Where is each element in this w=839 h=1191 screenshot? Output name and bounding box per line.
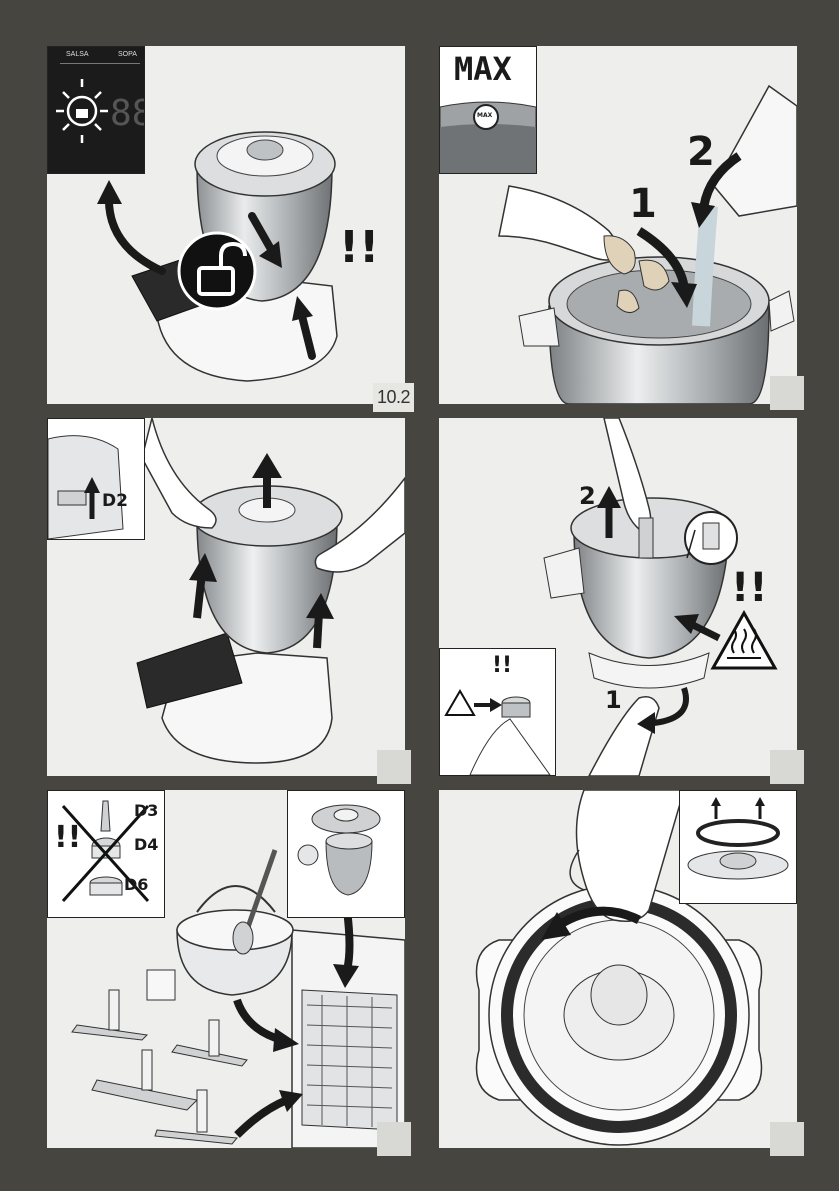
panel-hot-lid: 2 1 !! !! (439, 418, 797, 776)
panel-dishwasher: !! D3 D4 D6 (47, 790, 405, 1148)
panel-seal (439, 790, 797, 1148)
inset-warning-mark: !! (492, 655, 512, 677)
lift-arrow-icon (680, 791, 796, 903)
step-box (770, 750, 804, 784)
display-inset: SALSA SOPA 88 (47, 46, 145, 174)
step-2-label: 2 (579, 484, 596, 508)
part-d2-inset: D2 (47, 418, 145, 540)
warning-mark: !! (731, 568, 767, 608)
no-dishwasher-parts-inset: !! D3 D4 D6 (47, 790, 165, 918)
bowl-parts-inset (287, 790, 405, 918)
step-number: 10.2 (373, 383, 414, 412)
panel-unlock-bowl: SALSA SOPA 88 !! (47, 46, 405, 404)
unlock-icon-badge (179, 233, 255, 309)
step-1-label: 1 (605, 688, 622, 712)
part-label-d2: D2 (102, 493, 128, 510)
step-box (770, 376, 804, 410)
max-label: MAX (454, 53, 512, 85)
part-label-d6: D6 (124, 877, 148, 893)
step-box (377, 1122, 411, 1156)
panel-fill-bowl: MAX MAX 1 2 (439, 46, 797, 404)
step-2-label: 2 (687, 132, 715, 172)
seal-lift-inset (679, 790, 797, 904)
part-label-d3: D3 (134, 803, 158, 819)
max-level-inset: MAX MAX (439, 46, 537, 174)
hot-ring-inset: !! (439, 648, 556, 776)
step-box (770, 1122, 804, 1156)
step-1-label: 1 (629, 184, 657, 224)
hot-surface-icon (713, 613, 775, 668)
step-box (377, 750, 411, 784)
panel-remove-bowl: D2 (47, 418, 405, 776)
warning-mark: !! (339, 226, 379, 270)
max-mark: MAX (477, 113, 492, 119)
warning-mark: !! (54, 823, 81, 853)
part-label-d4: D4 (134, 837, 158, 853)
display-digits: 88 (110, 93, 145, 134)
